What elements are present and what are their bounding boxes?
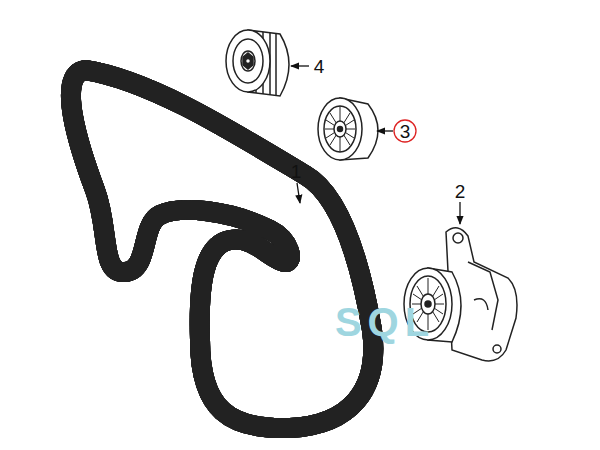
callout-number: 1	[291, 162, 302, 181]
leader-arrows	[291, 66, 460, 224]
grooved-idler-pulley	[226, 30, 289, 96]
watermark: SQL	[335, 302, 435, 342]
smooth-idler-pulley	[318, 98, 378, 160]
callout-number: 4	[314, 57, 325, 76]
serpentine-belt	[71, 70, 373, 428]
callout-number: 2	[455, 182, 466, 201]
callout-number: 3	[400, 122, 411, 141]
